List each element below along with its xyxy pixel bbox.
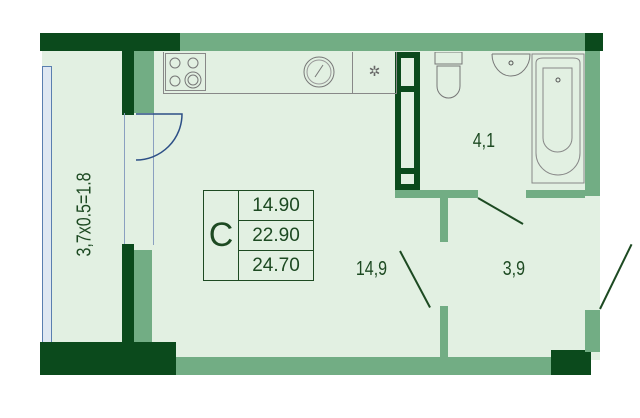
room-area-main: 14,9 <box>355 258 388 280</box>
washbasin-icon <box>491 53 531 77</box>
apartment-type: C <box>203 190 239 281</box>
wall-right-lower <box>585 310 600 352</box>
wall-left-lower <box>134 250 152 358</box>
wall-bottom-right-corner <box>551 350 591 375</box>
door-swing-icon <box>135 113 183 161</box>
bath-wall-niche-3 <box>401 174 414 184</box>
wall-top <box>180 33 600 51</box>
door-entrance <box>599 243 633 310</box>
room-area-bath: 4,1 <box>472 130 496 152</box>
bath-wall-niche <box>401 58 414 86</box>
wall-bathroom-bottom-left <box>395 190 478 198</box>
wall-hall-lower <box>440 306 448 358</box>
balcony-area-label: 3,7x0.5=1.8 <box>73 172 96 257</box>
bath-wall-niche-2 <box>401 92 414 168</box>
wall-top-right-corner <box>585 33 603 51</box>
toilet-icon <box>434 52 463 99</box>
wall-left-upper <box>134 51 154 113</box>
wall-balcony-inner-top <box>122 33 134 115</box>
sink-icon <box>303 56 335 88</box>
total-area-with-balcony: 24.70 <box>238 250 314 281</box>
wall-right-upper <box>585 51 600 196</box>
wall-bottom-left <box>40 342 176 375</box>
stove-icon <box>165 53 206 91</box>
wall-balcony-inner-bottom <box>122 244 134 344</box>
wall-hall-upper <box>440 198 448 242</box>
balcony-window <box>42 66 52 346</box>
wall-top-left <box>40 33 180 51</box>
bathtub-icon <box>531 53 585 184</box>
balcony-door-frame <box>124 113 154 245</box>
room-area-hall: 3,9 <box>502 258 526 280</box>
wall-bottom <box>176 357 556 375</box>
living-area: 14.90 <box>238 190 314 221</box>
kitchen-counter <box>163 52 397 94</box>
total-area: 22.90 <box>238 220 314 251</box>
fridge-icon: ✲ <box>352 52 396 93</box>
wall-bathroom-bottom-right <box>526 190 585 198</box>
